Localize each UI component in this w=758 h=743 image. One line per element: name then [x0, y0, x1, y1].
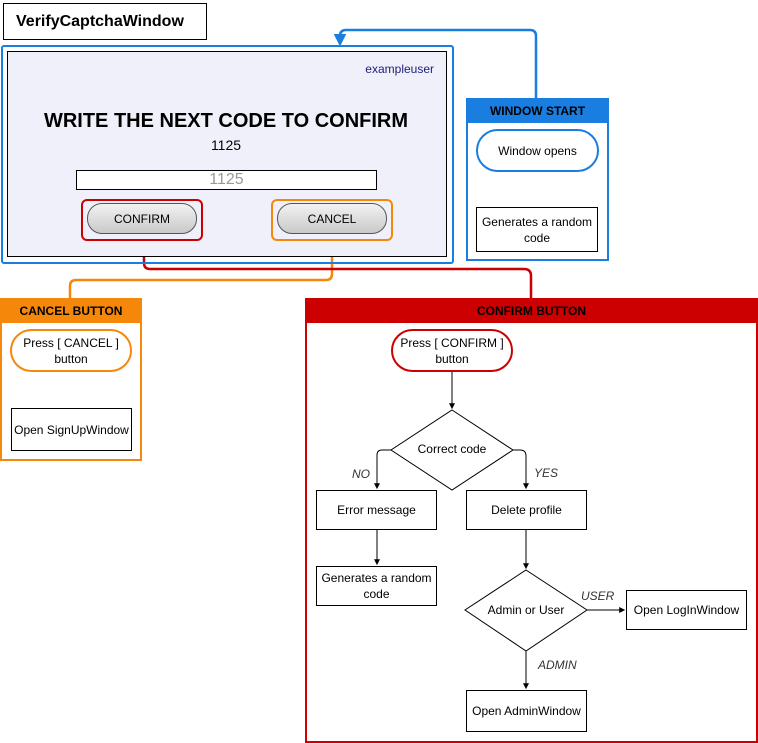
- wire-cancel: [68, 239, 339, 298]
- decision-correct-code: [390, 409, 514, 491]
- ws-generates-node: Generates a random code: [476, 207, 598, 252]
- cancel-button[interactable]: CANCEL: [277, 203, 387, 234]
- diagram-title: VerifyCaptchaWindow: [3, 3, 207, 40]
- cb-generates-node: Generates a random code: [316, 566, 437, 606]
- admin-or-user-label: Admin or User: [487, 603, 565, 617]
- username-label: exampleuser: [365, 62, 434, 76]
- confirm-button[interactable]: CONFIRM: [87, 203, 197, 234]
- admin-label: ADMIN: [538, 658, 577, 672]
- confirm-highlight: [81, 199, 203, 241]
- wire-window-start: [333, 28, 538, 98]
- decision-admin-or-user: [464, 569, 588, 652]
- press-cancel-node: Press [ CANCEL ] button: [10, 329, 132, 372]
- cancel-highlight: [271, 199, 393, 241]
- window-frame: [1, 45, 454, 264]
- window-heading: WRITE THE NEXT CODE TO CONFIRM: [43, 110, 409, 132]
- cancel-panel-header: CANCEL BUTTON: [0, 298, 142, 323]
- wire-confirm: [137, 240, 533, 298]
- window-start-header: WINDOW START: [466, 98, 609, 123]
- open-signup-node: Open SignUpWindow: [11, 408, 132, 451]
- captcha-code: 1125: [210, 137, 242, 153]
- user-label: USER: [581, 589, 615, 603]
- error-message-node: Error message: [316, 490, 437, 530]
- press-confirm-node: Press [ CONFIRM ] button: [391, 329, 513, 372]
- open-admin-node: Open AdminWindow: [466, 690, 587, 732]
- window-opens-node: Window opens: [476, 129, 599, 172]
- yes-label: YES: [534, 466, 559, 480]
- confirm-panel-header: CONFIRM BUTTON: [305, 298, 758, 323]
- correct-code-label: Correct code: [417, 442, 487, 456]
- code-input[interactable]: [76, 170, 377, 190]
- no-label: NO: [352, 467, 370, 481]
- delete-profile-node: Delete profile: [466, 490, 587, 530]
- open-login-node: Open LogInWindow: [626, 590, 747, 630]
